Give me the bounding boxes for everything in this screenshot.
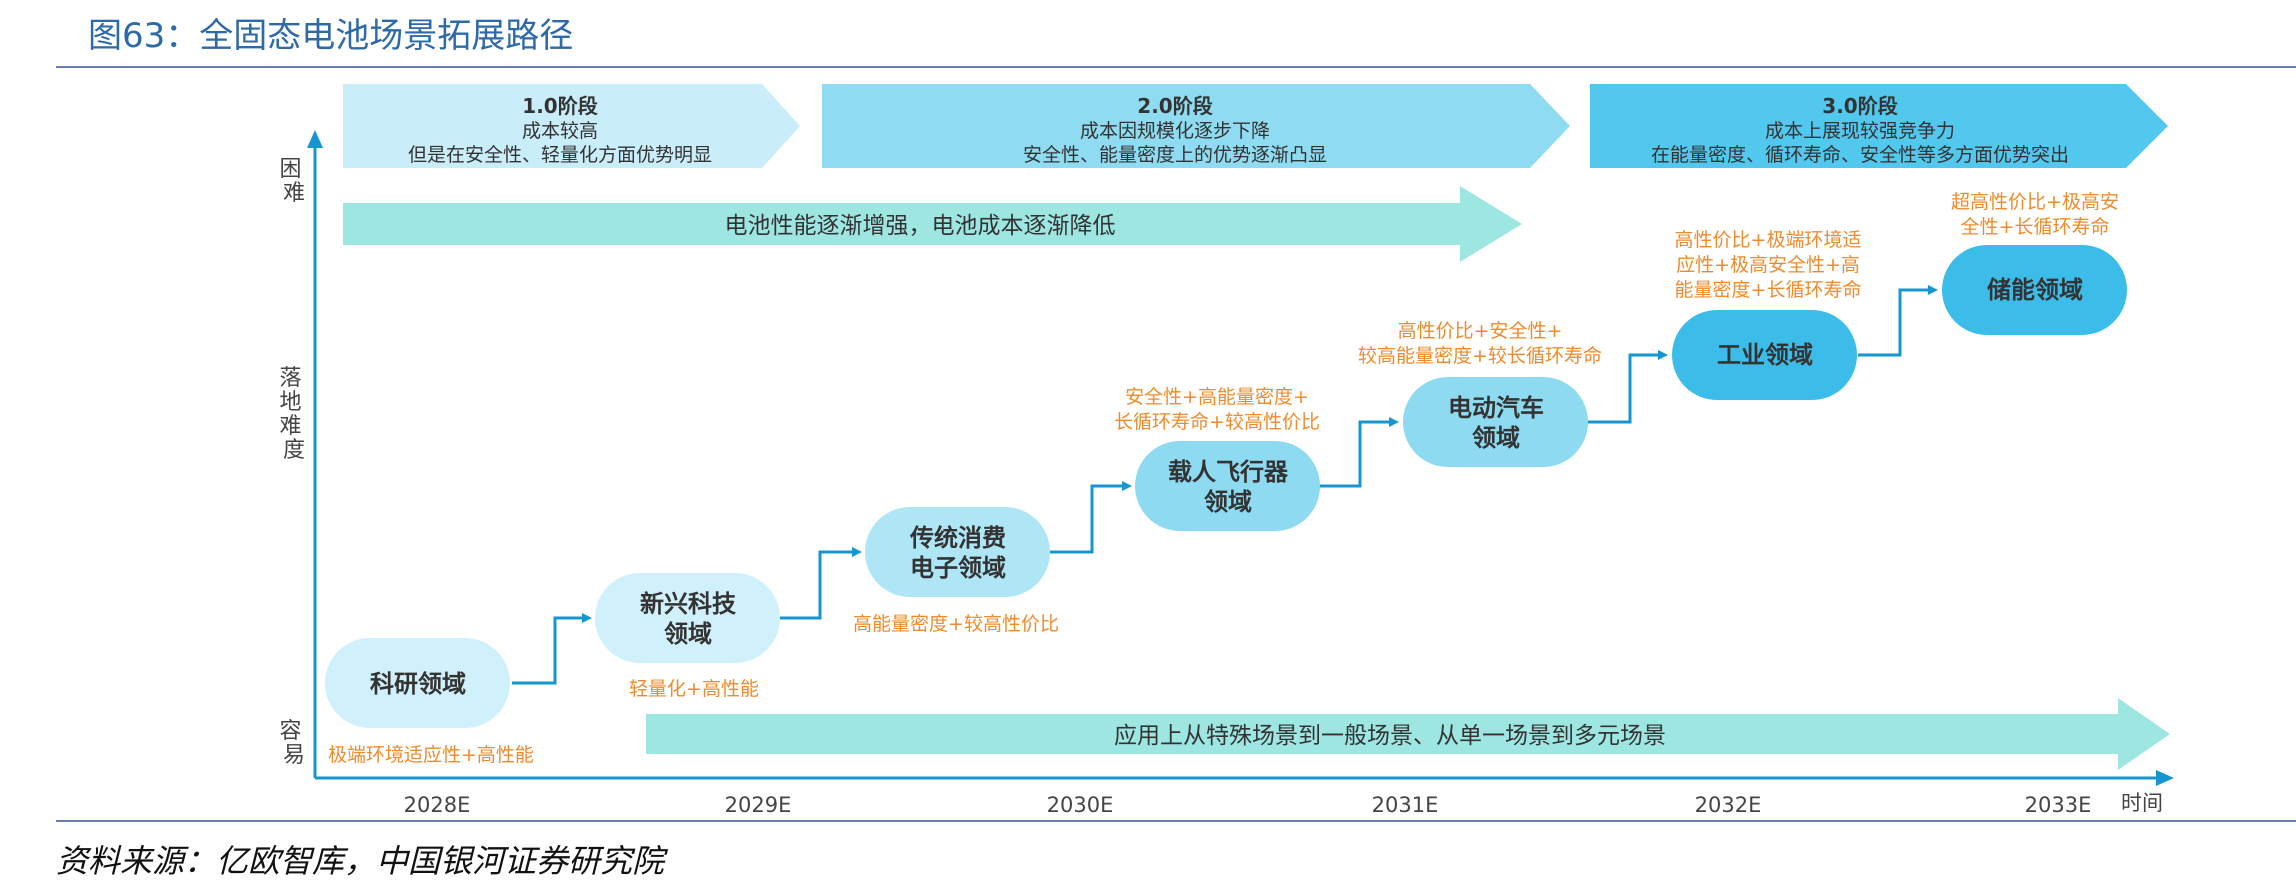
y-mid-char-1: 落 [279,366,301,391]
node-manned-aircraft-line2: 领域 [1204,488,1252,516]
page-title: 图63：全固态电池场景拓展路径 [88,16,574,56]
x-axis-arrowhead [2156,770,2174,786]
trend-arrow-bottom [646,698,2170,770]
x-tick-2029: 2029E [725,793,792,817]
node-consumer-electronics-line1: 传统消费 [909,524,1006,552]
stage-3-banner [1590,84,2168,168]
note-industrial-2: 应性+极高安全性+高 [1676,254,1860,276]
x-tick-2030: 2030E [1047,793,1114,817]
trend-arrow-top-label: 电池性能逐渐增强，电池成本逐渐降低 [725,213,1116,239]
stage-3-line2: 在能量密度、循环寿命、安全性等多方面优势突出 [1651,144,2069,166]
note-manned-aircraft-1: 安全性+高能量密度+ [1125,386,1309,408]
note-industrial-1: 高性价比+极端环境适 [1675,229,1862,251]
source-note: 资料来源：亿欧智库，中国银河证券研究院 [56,842,665,880]
stage-3-line1: 成本上展现较强竞争力 [1765,120,1955,142]
note-research: 极端环境适应性+高性能 [328,744,534,766]
node-research-label: 科研领域 [370,670,466,698]
node-ev-line2: 领域 [1472,424,1520,452]
connector-2-3 [780,547,862,620]
node-emerging-tech-line1: 新兴科技 [640,590,737,618]
y-mid-char-3: 难 [279,414,301,439]
connector-5-6 [1588,350,1668,424]
node-industrial [1672,310,1857,400]
y-axis-label-bottom: 容 易 [279,719,308,768]
stage-3-title: 3.0阶段 [1822,94,1897,118]
stage-2-line2: 安全性、能量密度上的优势逐渐凸显 [1023,144,1327,166]
y-mid-char-4: 度 [283,438,305,463]
note-emerging-tech: 轻量化+高性能 [629,678,759,700]
trend-arrow-bottom-label: 应用上从特殊场景到一般场景、从单一场景到多元场景 [1114,723,1666,749]
stage-1-banner [343,84,800,168]
node-research [325,638,510,728]
node-industrial-label: 工业领域 [1717,341,1813,369]
y-axis-label-top: 困 难 [279,157,308,206]
stage-2-banner [822,84,1570,168]
x-tick-2032: 2032E [1695,793,1762,817]
node-energy-storage [1942,245,2127,335]
x-axis-label: 时间 [2121,791,2163,815]
stage-1-line2: 但是在安全性、轻量化方面优势明显 [408,144,712,166]
y-axis-arrowhead [307,130,323,148]
node-consumer-electronics [865,507,1050,597]
y-mid-char-2: 地 [279,390,301,415]
node-emerging-tech [595,573,780,663]
connector-6-7 [1858,285,1938,357]
note-ev-1: 高性价比+安全性+ [1398,320,1563,342]
y-bot-char-1: 容 [279,719,301,744]
stage-1-title: 1.0阶段 [522,94,597,118]
note-ev-2: 较高能量密度+较长循环寿命 [1358,345,1602,367]
trend-arrow-top [343,186,1522,262]
note-consumer-electronics: 高能量密度+较高性价比 [853,613,1059,635]
connector-1-2 [512,613,592,685]
note-industrial-3: 能量密度+长循环寿命 [1675,279,1862,301]
connector-4-5 [1318,417,1399,488]
node-energy-storage-label: 储能领域 [1987,276,2083,304]
node-consumer-electronics-line2: 电子领域 [910,554,1006,582]
node-emerging-tech-line2: 领域 [664,620,712,648]
note-manned-aircraft-2: 长循环寿命+较高性价比 [1114,411,1320,433]
y-bot-char-2: 易 [283,743,305,768]
stage-2-title: 2.0阶段 [1137,94,1212,118]
x-tick-2031: 2031E [1372,793,1439,817]
node-ev-line1: 电动汽车 [1448,394,1544,422]
node-manned-aircraft [1135,441,1320,531]
stage-2-line1: 成本因规模化逐步下降 [1080,120,1270,142]
note-energy-storage-2: 全性+长循环寿命 [1961,216,2110,238]
x-tick-2028: 2028E [404,793,471,817]
note-energy-storage-1: 超高性价比+极高安 [1951,191,2119,213]
connector-3-4 [1050,481,1132,554]
y-axis-label-middle: 落 地 难 度 [279,366,308,463]
y-top-char-2: 难 [283,181,305,206]
node-manned-aircraft-line1: 载人飞行器 [1168,458,1289,486]
stage-1-line1: 成本较高 [522,120,598,142]
node-ev [1403,377,1588,467]
x-tick-2033: 2033E [2025,793,2092,817]
title-divider [56,66,2296,68]
footer-divider [56,820,2296,822]
y-top-char-1: 困 [279,157,301,182]
expansion-path-diagram: 1.0阶段 成本较高 但是在安全性、轻量化方面优势明显 2.0阶段 成本因规模化… [279,84,2174,817]
